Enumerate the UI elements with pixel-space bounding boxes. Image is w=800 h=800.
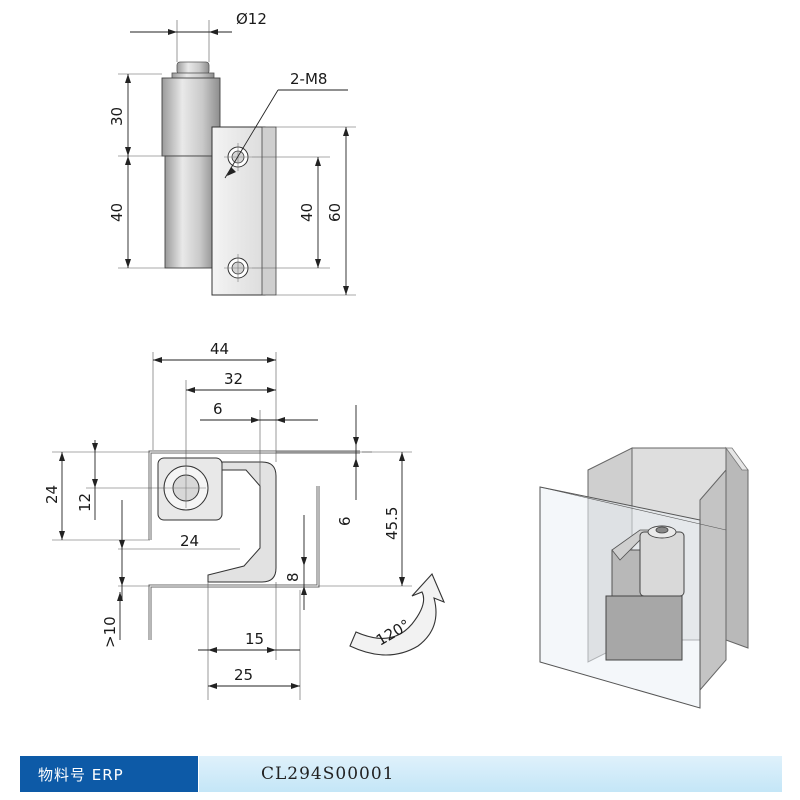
dim-15: 15 <box>245 630 264 648</box>
dim-24-inner: 24 <box>180 532 199 550</box>
dim-8: 8 <box>284 572 302 582</box>
erp-label: 物料号 ERP <box>20 756 198 792</box>
dim-6-top: 6 <box>213 400 223 418</box>
erp-value: CL294S00001 <box>198 756 782 792</box>
dim-6-right: 6 <box>336 516 354 526</box>
dim-60: 60 <box>326 203 344 222</box>
diameter-label: Ø12 <box>236 10 267 28</box>
dim-40-left: 40 <box>108 203 126 222</box>
rotation-arrow-icon <box>349 572 446 656</box>
dim-32: 32 <box>224 370 243 388</box>
dim-12: 12 <box>76 493 94 512</box>
dim-25: 25 <box>234 666 253 684</box>
technical-drawing: Ø12 2-M8 30 40 40 60 <box>43 10 749 709</box>
dim-40-right: 40 <box>298 203 316 222</box>
dim-45-5: 45.5 <box>383 507 401 540</box>
isometric-view <box>539 446 749 709</box>
top-section-view: 44 32 6 24 12 24 <box>43 340 446 700</box>
front-view: Ø12 2-M8 30 40 40 60 <box>108 10 356 296</box>
mount-hole-lower <box>224 254 252 282</box>
erp-bar: 物料号 ERP CL294S00001 <box>20 756 782 792</box>
dim-30: 30 <box>108 107 126 126</box>
dim-gt10: >10 <box>101 616 119 648</box>
dim-24-left: 24 <box>43 485 61 504</box>
dim-44: 44 <box>210 340 229 358</box>
thread-label: 2-M8 <box>290 70 327 88</box>
